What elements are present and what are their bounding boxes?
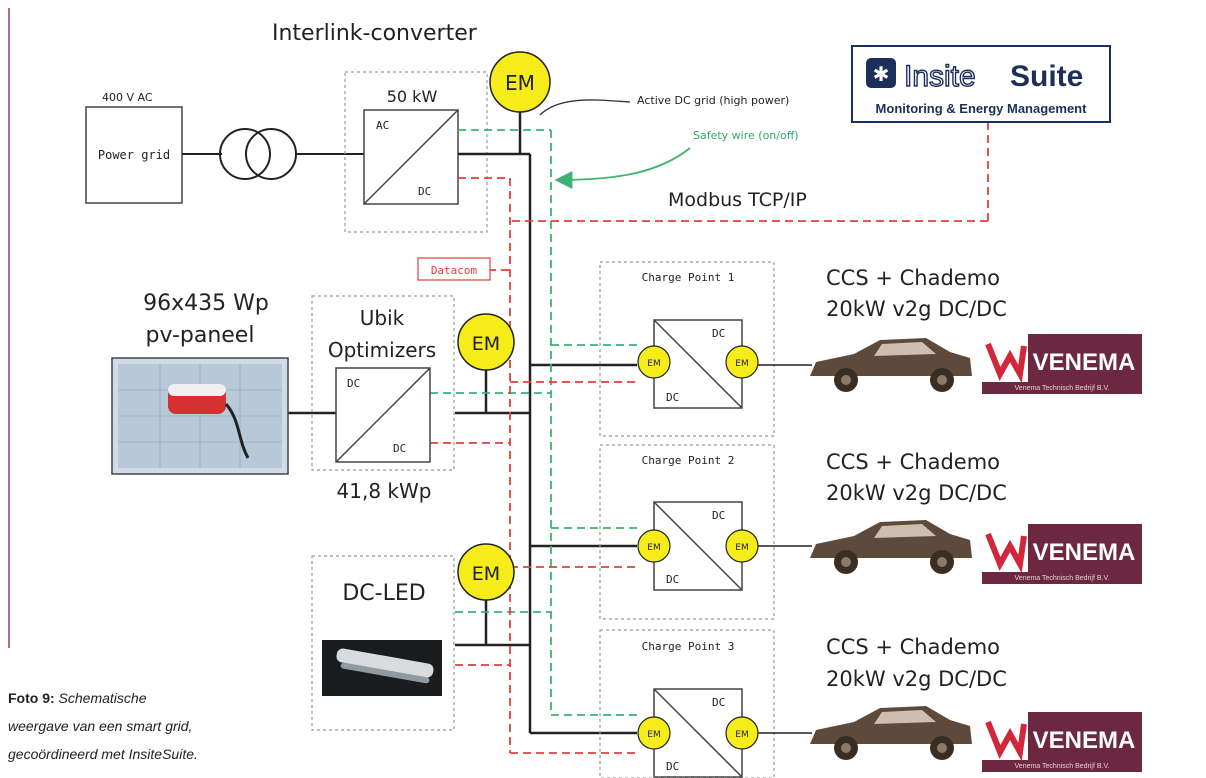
em-meter-ubik	[457, 313, 515, 371]
insitesuite-star-icon	[866, 58, 896, 88]
car-icon	[810, 706, 972, 760]
dc-led-dashed-frame	[311, 555, 455, 731]
cp2-desc-line2: 20kW v2g DC/DC	[826, 481, 1007, 505]
cp-dc-top: DC	[712, 696, 725, 709]
em-meter-dc-led	[457, 543, 515, 601]
dc-led-label: DC-LED	[342, 581, 425, 606]
svg-text:EM: EM	[647, 730, 660, 740]
safety-wire-lines	[430, 129, 637, 716]
venema-logo: VENEMA Venema Technisch Bedrijf B.V.	[982, 524, 1142, 584]
safety-wire-arrow	[554, 147, 691, 189]
charge-point-title: Charge Point 3	[642, 640, 735, 653]
charge-point-2: Charge Point 2 DC DC EM EM	[599, 444, 775, 620]
svg-text:Venema Technisch Bedrijf B.V.: Venema Technisch Bedrijf B.V.	[1015, 385, 1110, 392]
pv-count-label: 96x435 Wp	[143, 291, 269, 316]
svg-text:EM: EM	[735, 730, 748, 740]
cp3-desc-line1: CCS + Chademo	[826, 635, 1000, 659]
svg-text:EM: EM	[735, 543, 748, 553]
ubik-line1: Ubik	[360, 306, 405, 330]
transformer-coil-1	[219, 128, 271, 180]
ubik-dashed-frame	[311, 295, 455, 471]
figure-caption: Foto 9: Schematische weergave van een sm…	[8, 684, 248, 768]
cp-dc-top: DC	[712, 327, 725, 340]
cp-dc-bottom: DC	[666, 573, 679, 586]
em-meter-small	[637, 345, 671, 379]
insitesuite-brand-b: Suite	[1010, 60, 1083, 93]
svg-text:EM: EM	[647, 359, 660, 369]
power-grid-label: Power grid	[98, 148, 170, 162]
cp-dc-bottom: DC	[666, 760, 679, 773]
ubik-dc-top: DC	[347, 377, 360, 390]
charge-point-1: Charge Point 1 DC DC EM EM	[599, 261, 775, 437]
ubik-power-label: 41,8 kWp	[337, 479, 432, 503]
active-dc-pointer	[539, 99, 631, 116]
em-meter-small	[637, 529, 671, 563]
charge-point-title: Charge Point 1	[642, 271, 735, 284]
venema-logo: VENEMA Venema Technisch Bedrijf B.V.	[982, 712, 1142, 772]
em-meter-dc-led-label: EM	[472, 563, 500, 585]
svg-text:EM: EM	[647, 543, 660, 553]
cp3-desc-line2: 20kW v2g DC/DC	[826, 667, 1007, 691]
cp-dc-bottom: DC	[666, 391, 679, 404]
grid-voltage-label: 400 V AC	[102, 91, 153, 104]
ubik-dc-bottom: DC	[393, 442, 406, 455]
cp1-desc-line1: CCS + Chademo	[826, 266, 1000, 290]
caption-label: Foto 9:	[8, 690, 55, 706]
em-meter-main	[489, 51, 551, 113]
converter-diagonal	[363, 109, 459, 205]
ubik-line2: Optimizers	[328, 338, 436, 362]
insitesuite-brand-a: Insite	[904, 60, 976, 93]
svg-text:EM: EM	[735, 359, 748, 369]
caption-line2: weergave van een smart grid,	[8, 718, 193, 734]
converter-dc-label: DC	[418, 185, 431, 198]
active-dc-annotation: Active DC grid (high power)	[637, 94, 789, 107]
cp-dc-top: DC	[712, 509, 725, 522]
led-tube-icon	[336, 648, 434, 678]
diagram-title: Interlink-converter	[272, 21, 478, 46]
safety-wire-annotation: Safety wire (on/off)	[693, 129, 799, 142]
car-icon	[810, 338, 972, 392]
pv-label: pv-paneel	[146, 323, 255, 348]
caption-line3: gecoördineerd met InsiteSuite.	[8, 746, 198, 762]
venema-logo: VENEMA Venema Technisch Bedrijf B.V.	[982, 334, 1142, 394]
charge-point-title: Charge Point 2	[642, 454, 735, 467]
power-grid-box	[85, 106, 183, 204]
left-accent-bar	[8, 8, 10, 648]
svg-text:VENEMA: VENEMA	[1033, 349, 1136, 376]
em-meter-ubik-label: EM	[472, 333, 500, 355]
car-icon	[810, 520, 972, 574]
converter-power-label: 50 kW	[387, 87, 438, 106]
datacom-box	[417, 257, 491, 281]
insitesuite-subtitle: Monitoring & Energy Management	[876, 101, 1088, 116]
cp1-desc-line2: 20kW v2g DC/DC	[826, 297, 1007, 321]
svg-text:Venema Technisch Bedrijf B.V.: Venema Technisch Bedrijf B.V.	[1015, 575, 1110, 582]
svg-text:Venema Technisch Bedrijf B.V.: Venema Technisch Bedrijf B.V.	[1015, 763, 1110, 770]
svg-text:VENEMA: VENEMA	[1033, 539, 1136, 566]
svg-text:✱: ✱	[873, 62, 890, 86]
cp2-desc-line1: CCS + Chademo	[826, 450, 1000, 474]
em-meter-main-label: EM	[505, 71, 535, 95]
svg-text:VENEMA: VENEMA	[1033, 727, 1136, 754]
em-meter-small	[725, 345, 759, 379]
datacom-label: Datacom	[431, 264, 478, 277]
converter-dashed-frame	[344, 71, 488, 233]
charge-point-3: Charge Point 3 DC DC EM EM	[599, 629, 775, 778]
em-meter-small	[637, 716, 671, 750]
converter-ac-label: AC	[376, 119, 389, 132]
caption-line1: Schematische	[58, 690, 147, 706]
modbus-annotation: Modbus TCP/IP	[668, 189, 807, 211]
